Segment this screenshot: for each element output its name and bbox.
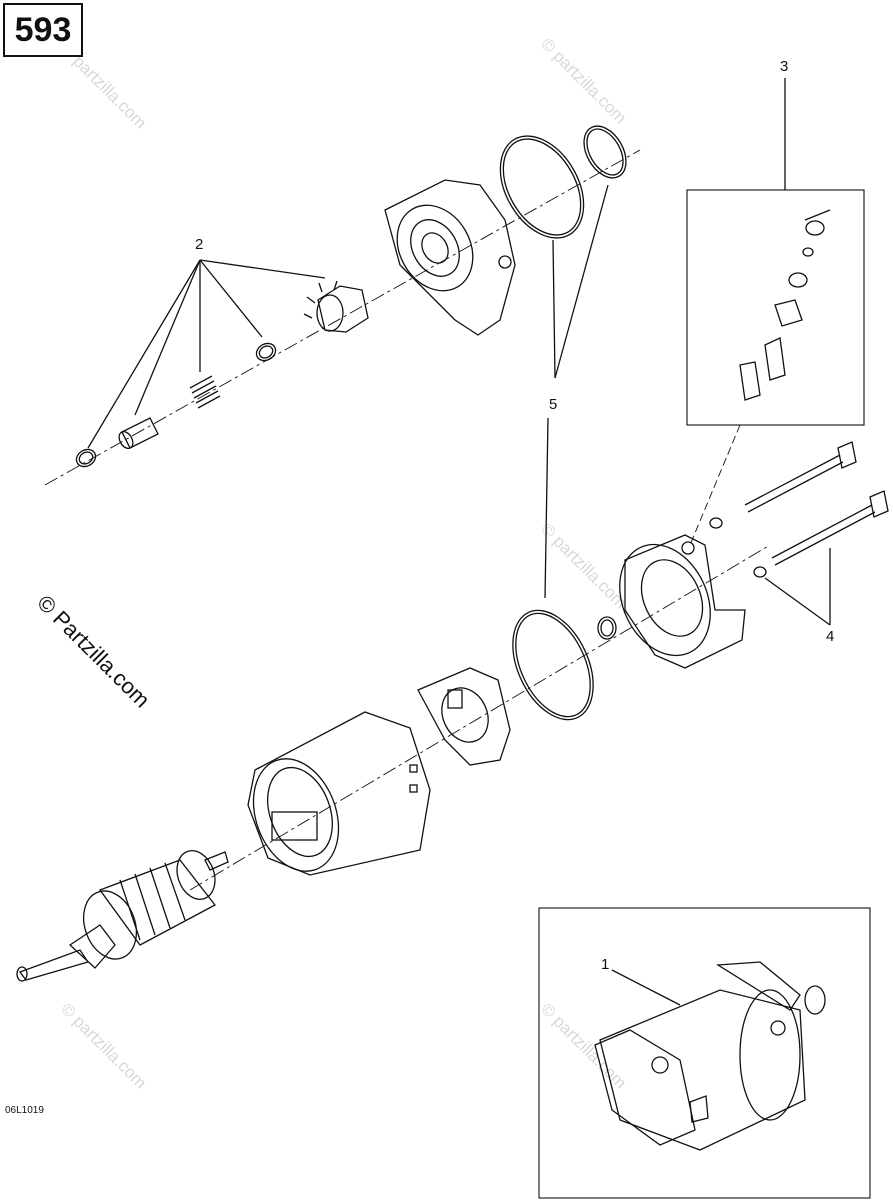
watermark: © partzilla.com	[537, 34, 630, 127]
starter-assembly	[594, 961, 826, 1151]
watermark: © partzilla.com	[57, 999, 150, 1092]
callout-1: 1	[601, 956, 610, 973]
callout-4: 4	[826, 628, 835, 645]
figure-code: 06L1019	[5, 1105, 44, 1116]
watermark: © partzilla.com	[537, 999, 630, 1092]
callout-2: 2	[195, 236, 204, 253]
callout-3: 3	[780, 58, 789, 75]
watermarks: © partzilla.com © partzilla.com © partzi…	[57, 34, 630, 1092]
terminal-kit	[739, 209, 831, 401]
watermark: © partzilla.com	[537, 519, 630, 612]
page-number-box: 593	[3, 3, 83, 57]
callout-5: 5	[549, 396, 558, 413]
